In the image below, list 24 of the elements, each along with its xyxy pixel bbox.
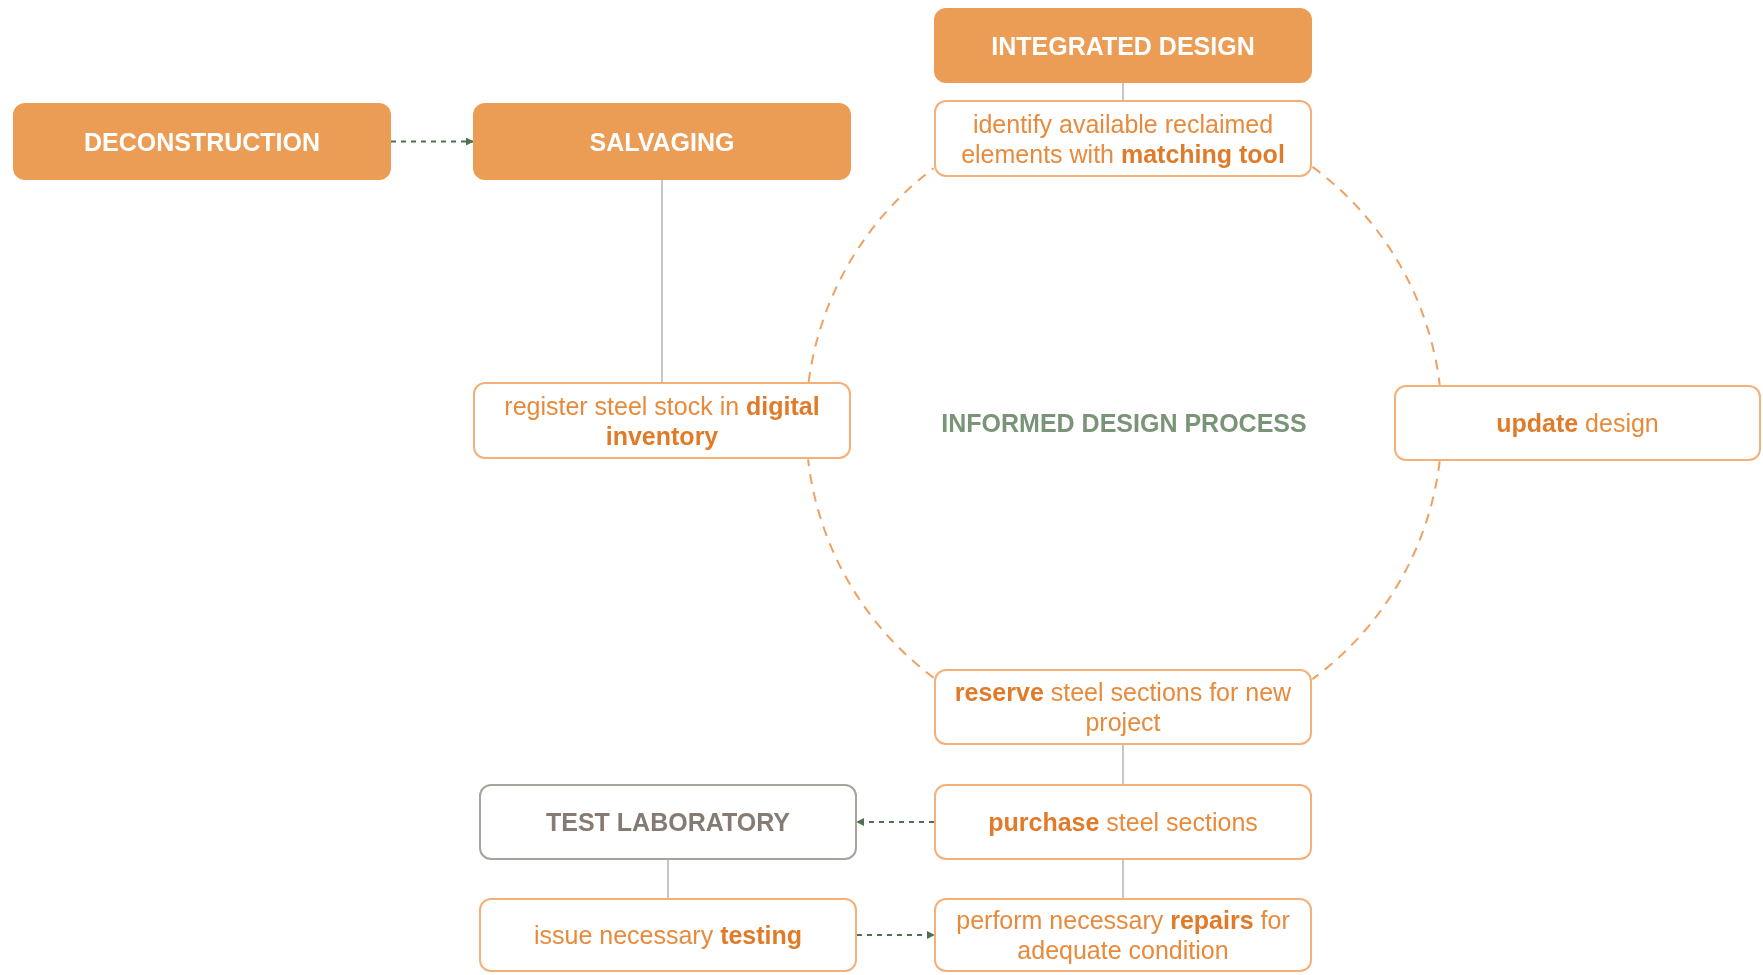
arrow [856, 818, 935, 826]
step-box: register steel stock in digital inventory [473, 382, 851, 459]
step-box: identify available reclaimed elements with matching tool [934, 100, 1312, 177]
stage-box: DECONSTRUCTION [13, 103, 391, 180]
step-box: perform necessary repairs for adequate condition [934, 898, 1312, 972]
step-box: reserve steel sections for new project [934, 669, 1312, 745]
arrow [856, 931, 935, 939]
arrow [390, 137, 474, 146]
stage-box: INTEGRATED DESIGN [934, 8, 1312, 83]
dashed-arc [807, 458, 935, 679]
stage-box: SALVAGING [473, 103, 851, 180]
connector-line [661, 179, 663, 383]
step-box: update design [1394, 385, 1761, 461]
step-box: purchase steel sections [934, 784, 1312, 860]
step-box: issue necessary testing [479, 898, 857, 972]
dashed-arc [1311, 165, 1441, 386]
dashed-arc [1311, 460, 1441, 681]
dashed-arc [807, 167, 935, 383]
center-label: INFORMED DESIGN PROCESS [941, 408, 1307, 438]
connector-line [1122, 82, 1124, 101]
stage-box: TEST LABORATORY [479, 784, 857, 860]
connector-line [667, 859, 669, 899]
connector-line [1122, 859, 1124, 899]
connector-line [1122, 744, 1124, 785]
